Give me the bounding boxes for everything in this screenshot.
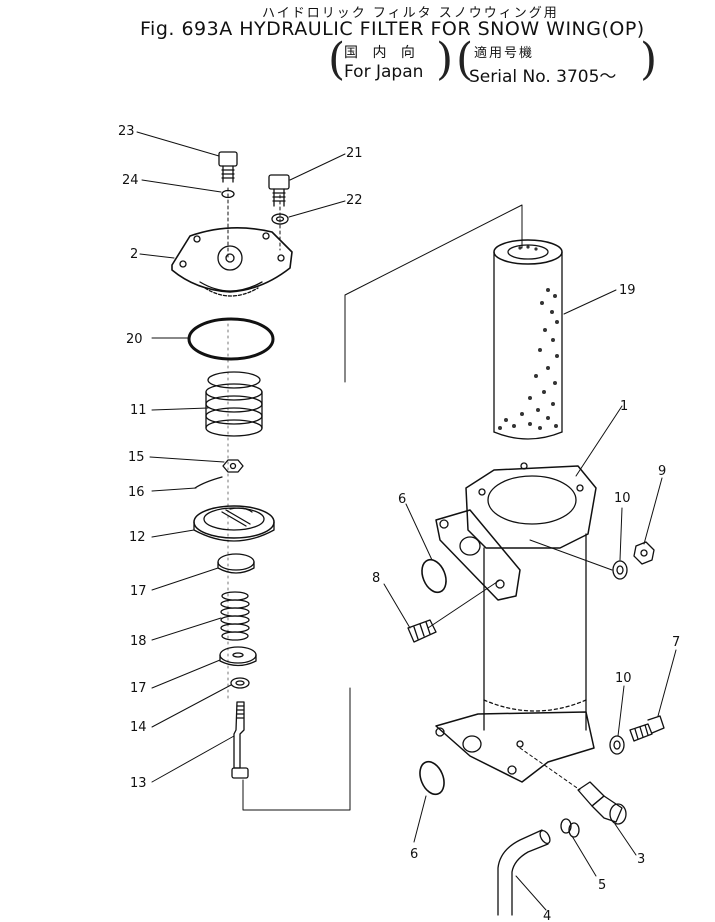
pipe-part-4 bbox=[497, 829, 551, 916]
label-part-20: 20 bbox=[126, 332, 143, 347]
bolt-part-23 bbox=[218, 151, 238, 183]
label-part-14: 14 bbox=[130, 720, 147, 735]
label-part-12: 12 bbox=[129, 530, 146, 545]
bolt-part-13 bbox=[231, 701, 249, 779]
left-paren-open: ( bbox=[328, 34, 346, 85]
filter-holes bbox=[498, 245, 559, 430]
label-part-10-lower: 10 bbox=[615, 671, 632, 686]
label-part-1: 1 bbox=[620, 399, 628, 414]
label-part-9: 9 bbox=[658, 464, 666, 479]
label-part-8: 8 bbox=[372, 571, 380, 586]
phantom-lines bbox=[227, 187, 613, 811]
label-part-17-lower: 17 bbox=[130, 681, 147, 696]
o-ring-part-6-lower bbox=[419, 760, 445, 796]
header: ハイドロリック フィルタ スノウウィング用 Fig. 693A HYDRAULI… bbox=[0, 0, 715, 90]
label-part-7: 7 bbox=[672, 635, 680, 650]
label-part-2: 2 bbox=[130, 247, 138, 262]
nut-part-15 bbox=[222, 459, 244, 473]
valve-seat-part-12 bbox=[193, 505, 275, 542]
label-part-23: 23 bbox=[118, 124, 135, 139]
spring-part-18 bbox=[220, 591, 250, 641]
washer-part-5 bbox=[560, 818, 580, 838]
seat-part-17-upper bbox=[217, 553, 255, 574]
label-part-17-upper: 17 bbox=[130, 584, 147, 599]
label-part-22: 22 bbox=[346, 193, 363, 208]
label-part-15: 15 bbox=[128, 450, 145, 465]
o-ring-part-20 bbox=[187, 317, 275, 361]
o-ring-part-6-upper bbox=[421, 558, 447, 594]
right-paren-open: ( bbox=[456, 34, 474, 85]
left-paren-close: ) bbox=[436, 34, 454, 85]
label-part-10-upper: 10 bbox=[614, 491, 631, 506]
region-jp-label: 国 内 向 bbox=[344, 45, 420, 61]
label-part-16: 16 bbox=[128, 485, 145, 500]
washer-part-10-lower bbox=[609, 735, 625, 755]
label-part-5: 5 bbox=[598, 878, 606, 893]
cover-part-2 bbox=[171, 227, 293, 297]
spring-part-11 bbox=[205, 371, 263, 437]
nut-part-9 bbox=[633, 541, 655, 565]
right-paren-close: ) bbox=[640, 34, 658, 85]
japanese-title: ハイドロリック フィルタ スノウウィング用 bbox=[262, 6, 559, 21]
label-part-6-lower: 6 bbox=[410, 847, 418, 862]
leader-lines bbox=[136, 131, 677, 911]
label-part-4: 4 bbox=[543, 909, 551, 922]
washer-part-10-upper bbox=[612, 560, 628, 580]
bolt-part-21 bbox=[268, 174, 290, 207]
washer-part-24 bbox=[221, 189, 235, 199]
part-number-labels: 23 21 24 22 2 19 20 11 1 15 16 9 6 10 12… bbox=[118, 124, 680, 922]
washer-part-22-hole bbox=[275, 216, 285, 222]
serial-jp-label: 適用号機 bbox=[474, 46, 535, 61]
label-part-19: 19 bbox=[619, 283, 636, 298]
label-part-3: 3 bbox=[637, 852, 645, 867]
filter-element-part-19 bbox=[493, 239, 563, 440]
seat-part-17-lower bbox=[219, 646, 257, 667]
bolt-part-7 bbox=[629, 715, 665, 742]
washer-part-14 bbox=[230, 677, 250, 689]
filter-body-part-1 bbox=[435, 462, 597, 783]
pin-part-16 bbox=[194, 476, 223, 489]
label-part-13: 13 bbox=[130, 776, 147, 791]
label-part-11: 11 bbox=[130, 403, 147, 418]
label-part-18: 18 bbox=[130, 634, 147, 649]
connector-part-3 bbox=[577, 781, 627, 825]
label-part-24: 24 bbox=[122, 173, 139, 188]
region-en-label: For Japan bbox=[344, 62, 424, 82]
serial-en-label: Serial No. 3705～ bbox=[469, 67, 617, 87]
figure-title: Fig. 693A HYDRAULIC FILTER FOR SNOW WING… bbox=[140, 18, 645, 40]
stud-part-8 bbox=[407, 619, 437, 643]
label-part-21: 21 bbox=[346, 146, 363, 161]
label-part-6-upper: 6 bbox=[398, 492, 406, 507]
washer-part-22 bbox=[271, 213, 289, 225]
